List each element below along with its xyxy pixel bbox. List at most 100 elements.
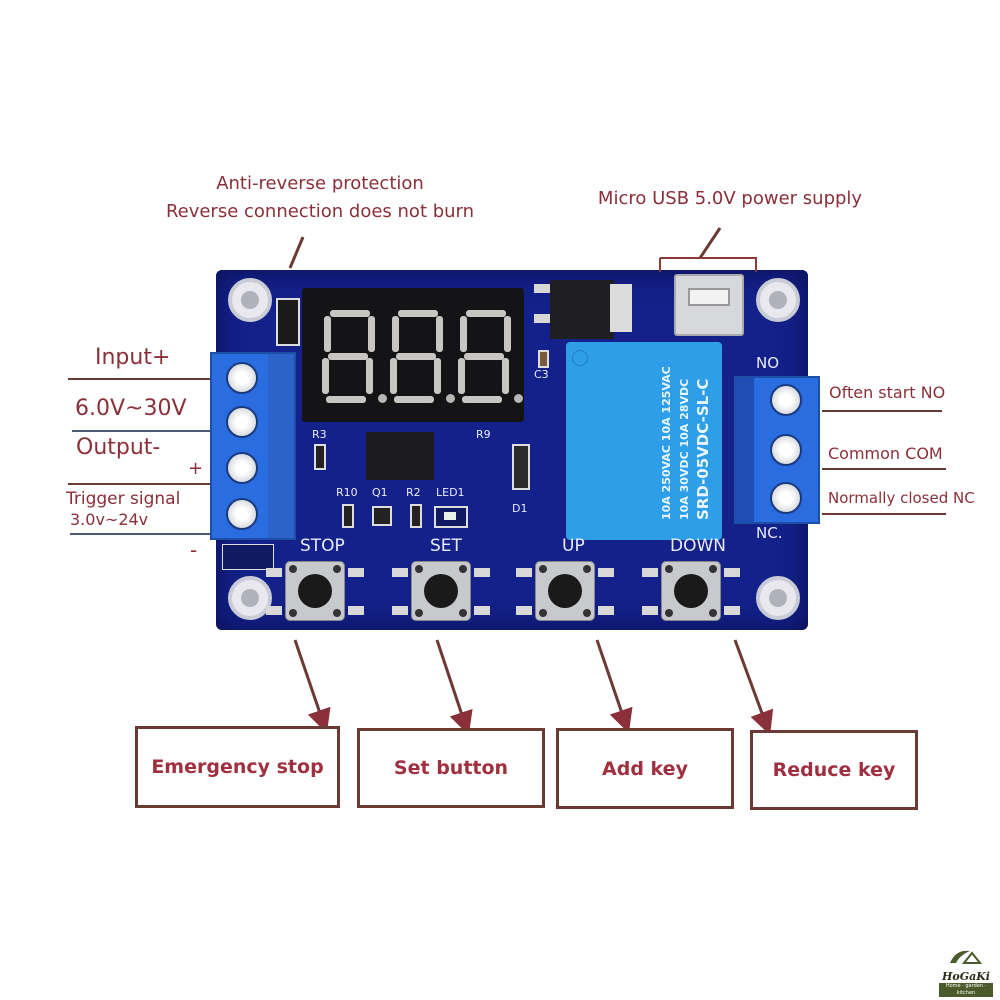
button-pin — [289, 565, 297, 573]
display-segment — [434, 358, 441, 394]
terminal-screw-trigger-minus[interactable] — [226, 498, 258, 530]
button-solder-pad — [724, 606, 740, 615]
jumper-pads — [222, 544, 274, 570]
seven-segment-display — [302, 288, 524, 422]
mount-hole-bottom-right — [756, 576, 800, 620]
button-pin — [539, 565, 547, 573]
usb-leader — [698, 227, 722, 259]
silk-c3: C3 — [534, 368, 549, 381]
diode-d1 — [512, 444, 530, 490]
input-plus-label: Input+ — [95, 345, 171, 370]
often-start-no-label: Often start NO — [829, 383, 946, 402]
micro-usb-annotation: Micro USB 5.0V power supply — [597, 188, 863, 209]
terminal-screw-com[interactable] — [770, 434, 802, 466]
house-leaf-icon — [950, 950, 983, 964]
callout-add-key-text: Add key — [602, 757, 688, 780]
no-underline — [822, 410, 942, 412]
tactile-button-set[interactable] — [412, 562, 470, 620]
mount-hole-top-right — [756, 278, 800, 322]
terminal-body — [736, 378, 754, 522]
silk-up: UP — [562, 536, 585, 556]
button-cap[interactable] — [298, 574, 332, 608]
display-segment — [330, 310, 370, 317]
display-segment — [398, 310, 438, 317]
minus-sign: - — [190, 538, 198, 562]
display-segment — [436, 316, 443, 352]
button-pin — [665, 609, 673, 617]
button-pin — [415, 565, 423, 573]
terminal-screw-output-minus[interactable] — [226, 406, 258, 438]
terminal-screw-trigger-plus[interactable] — [226, 452, 258, 484]
callout-reduce-key: Reduce key — [750, 730, 918, 810]
status-led — [434, 506, 468, 528]
voltage-regulator — [550, 280, 614, 339]
optocoupler — [366, 432, 434, 480]
terminal-body — [268, 354, 294, 538]
callout-set-button: Set button — [357, 728, 545, 808]
button-cap[interactable] — [674, 574, 708, 608]
relay-rating-line2: 10A 30VDC 10A 28VDC — [678, 378, 691, 520]
silk-led1: LED1 — [436, 486, 465, 499]
button-solder-pad — [348, 606, 364, 615]
display-segment — [458, 358, 465, 394]
tactile-button-up[interactable] — [536, 562, 594, 620]
button-pin — [709, 609, 717, 617]
display-segment — [504, 316, 511, 352]
button-solder-pad — [474, 568, 490, 577]
silk-q1: Q1 — [372, 486, 388, 499]
display-segment — [322, 358, 329, 394]
input-plus-underline — [68, 378, 218, 380]
tactile-button-down[interactable] — [662, 562, 720, 620]
up-arrow — [595, 639, 633, 734]
mount-hole-top-left — [228, 278, 272, 322]
com-underline — [822, 468, 946, 470]
terminal-screw-input-plus[interactable] — [226, 362, 258, 394]
button-solder-pad — [392, 606, 408, 615]
button-pin — [539, 609, 547, 617]
button-pin — [459, 565, 467, 573]
callout-reduce-key-text: Reduce key — [772, 759, 896, 781]
terminal-screw-no[interactable] — [770, 384, 802, 416]
button-pin — [289, 609, 297, 617]
button-pin — [459, 609, 467, 617]
button-solder-pad — [474, 606, 490, 615]
callout-add-key: Add key — [556, 728, 734, 809]
callout-emergency-stop-text: Emergency stop — [151, 756, 324, 778]
tactile-button-stop[interactable] — [286, 562, 344, 620]
resistor-r2 — [410, 504, 422, 528]
silk-nc: NC. — [756, 524, 783, 542]
display-segment — [328, 353, 368, 360]
common-com-label: Common COM — [828, 444, 943, 463]
logo-tagline: Home · garden · kitchen — [939, 983, 993, 997]
regulator-tab — [610, 284, 632, 332]
terminal-screw-nc[interactable] — [770, 482, 802, 514]
decimal-point — [378, 394, 387, 403]
display-segment — [464, 353, 504, 360]
input-range-underline — [72, 430, 218, 432]
logo-brand: HoGaKi — [942, 970, 990, 983]
micro-usb-port[interactable] — [674, 274, 744, 336]
input-range-label: 6.0V~30V — [75, 396, 187, 421]
decimal-point — [446, 394, 455, 403]
relay-timer-board: C3 R3 R9 D1 R10 Q1 R2 LED1 10A 250VAC 10… — [210, 270, 820, 630]
button-solder-pad — [598, 606, 614, 615]
display-digit — [320, 310, 387, 403]
button-cap[interactable] — [424, 574, 458, 608]
plus-sign: + — [188, 458, 204, 479]
anti-reverse-diode — [276, 298, 300, 346]
display-segment — [326, 396, 366, 403]
silk-down: DOWN — [670, 536, 726, 556]
display-segment — [502, 358, 509, 394]
regulator-pad — [534, 284, 550, 293]
callout-emergency-stop: Emergency stop — [135, 726, 340, 808]
decimal-point — [514, 394, 523, 403]
button-solder-pad — [348, 568, 364, 577]
mount-hole-bottom-left — [228, 576, 272, 620]
display-segment — [462, 396, 502, 403]
button-solder-pad — [598, 568, 614, 577]
stop-arrow — [293, 639, 331, 734]
button-cap[interactable] — [548, 574, 582, 608]
button-pin — [333, 565, 341, 573]
display-segment — [394, 396, 434, 403]
silk-r2: R2 — [406, 486, 421, 499]
